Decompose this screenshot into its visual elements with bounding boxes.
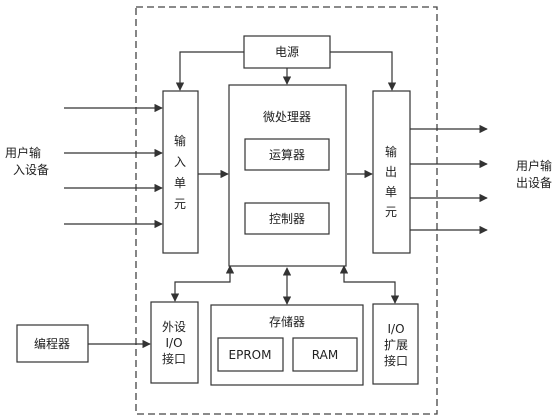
connectors	[64, 51, 488, 349]
user-input-device-line-1: 用户输	[5, 145, 41, 160]
ram-block: RAM	[292, 337, 358, 372]
io-expansion-line-3: 接口	[384, 353, 408, 368]
output-unit-char-4: 元	[385, 205, 397, 219]
controller-block: 控制器	[244, 202, 330, 235]
alu-block: 运算器	[244, 138, 330, 171]
peripheral-io-line-2: I/O	[165, 336, 182, 350]
plc-boundary	[135, 6, 438, 415]
output-unit-char-1: 输	[385, 144, 397, 159]
power-to-input-arrow	[175, 51, 244, 91]
controller-label: 控制器	[269, 212, 305, 226]
input-unit-char-2: 入	[174, 155, 186, 169]
programmer-label: 编程器	[34, 336, 70, 351]
user-output-device-line-2: 出设备	[516, 176, 552, 190]
microprocessor-block: 微处理器	[228, 84, 347, 267]
input-unit-block: 输 入 单 元	[162, 90, 199, 254]
output-unit-block: 输 出 单 元	[372, 90, 411, 254]
user-input-device: 用户输 入设备	[5, 145, 49, 177]
peripheral-io-line-1: 外设	[162, 320, 186, 334]
ram-label: RAM	[312, 348, 338, 362]
alu-label: 运算器	[269, 147, 305, 162]
power-supply-block: 电源	[243, 35, 331, 69]
eprom-label: EPROM	[229, 348, 272, 362]
input-unit-char-1: 输	[174, 133, 186, 148]
user-input-device-line-2: 入设备	[13, 163, 49, 177]
user-output-device: 用户输 出设备	[516, 158, 552, 190]
input-unit-char-3: 单	[174, 176, 186, 190]
power-supply-label: 电源	[275, 45, 299, 59]
programmer-block: 编程器	[16, 324, 89, 363]
power-to-output-arrow	[330, 51, 397, 91]
input-unit-char-4: 元	[174, 197, 186, 211]
user-output-device-line-1: 用户输	[516, 158, 552, 173]
peripheral-io-line-3: 接口	[162, 351, 186, 366]
storage-label: 存储器	[269, 314, 305, 329]
eprom-block: EPROM	[217, 337, 284, 372]
io-expansion-block: I/O 扩展 接口	[372, 303, 419, 385]
cpu-expansion-bus	[339, 265, 400, 304]
microprocessor-label: 微处理器	[263, 110, 311, 124]
peripheral-io-block: 外设 I/O 接口	[150, 301, 199, 384]
io-expansion-line-2: 扩展	[384, 338, 408, 352]
io-expansion-line-1: I/O	[387, 322, 404, 336]
output-unit-char-2: 出	[385, 165, 397, 179]
cpu-peripheral-bus	[170, 265, 235, 302]
output-unit-char-3: 单	[385, 185, 397, 199]
